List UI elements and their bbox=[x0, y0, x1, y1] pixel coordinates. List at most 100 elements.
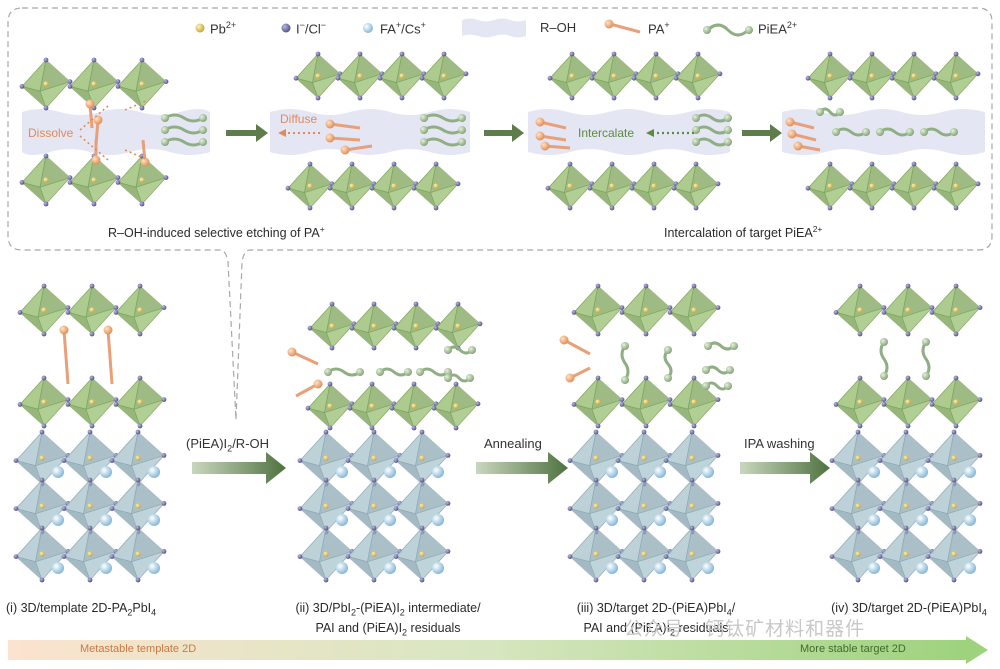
cation-sphere bbox=[868, 466, 880, 478]
piea-cation bbox=[832, 127, 870, 137]
piea-cation bbox=[876, 127, 914, 137]
cation-sphere bbox=[336, 562, 348, 574]
inset3-bottom-octahedron bbox=[587, 161, 637, 211]
main-arrow-2 bbox=[476, 452, 568, 484]
stage-2-caption: (ii) 3D/PbI2-(PiEA)I2 intermediate/ PAI … bbox=[295, 601, 481, 637]
pa-cation bbox=[535, 117, 567, 130]
inset3-bottom-octahedron bbox=[545, 161, 595, 211]
cation-sphere bbox=[868, 514, 880, 526]
cation-sphere bbox=[606, 514, 618, 526]
inset2-bottom-octahedron bbox=[411, 161, 461, 211]
inset-caption-intercalation: Intercalation of target PiEA2+ bbox=[664, 224, 823, 241]
stage3-2d-bottom-octahedron bbox=[667, 375, 721, 429]
inset-dashed-frame bbox=[7, 7, 993, 421]
piea-cation bbox=[444, 373, 474, 383]
stage3-bulk-octahedron bbox=[615, 525, 673, 583]
cation-sphere bbox=[702, 562, 714, 574]
cation-sphere bbox=[384, 466, 396, 478]
stage4-bulk-octahedron bbox=[925, 525, 983, 583]
cation-sphere bbox=[916, 562, 928, 574]
stage4-bulk-octahedron bbox=[829, 429, 887, 487]
legend-pa-label: PA+ bbox=[648, 20, 670, 37]
bar-label-stable: More stable target 2D bbox=[800, 643, 906, 655]
stage4-bulk-octahedron bbox=[877, 477, 935, 535]
piea-cation bbox=[324, 367, 364, 377]
stage4-bulk-octahedron bbox=[877, 525, 935, 583]
dissolve-label: Dissolve bbox=[28, 126, 74, 140]
pa-cation bbox=[559, 335, 591, 356]
stage2-layer-bottom-octahedron bbox=[347, 381, 397, 431]
piea-cation bbox=[161, 137, 207, 147]
cation-sphere bbox=[384, 514, 396, 526]
stage-3-caption: (iii) 3D/target 2D-(PiEA)PbI4/ PAI and (… bbox=[576, 601, 736, 637]
inset3-bottom-octahedron bbox=[671, 161, 721, 211]
inset1-top-octahedron bbox=[19, 57, 73, 111]
inset2-top-octahedron bbox=[293, 51, 343, 101]
intercalate-label: Intercalate bbox=[578, 126, 635, 140]
arrow-label-annealing: Annealing bbox=[484, 436, 542, 451]
stage2-bulk-octahedron bbox=[345, 525, 403, 583]
cation-sphere bbox=[916, 514, 928, 526]
legend-fa-cs-label: FA+/Cs+ bbox=[380, 20, 426, 37]
piea-cation bbox=[161, 113, 207, 123]
main-arrow-3 bbox=[740, 452, 830, 484]
stage3-2d-bottom-octahedron bbox=[571, 375, 625, 429]
arrow-label-step1: (PiEA)I2/R-OH bbox=[186, 436, 270, 454]
octahedra-layers bbox=[13, 51, 983, 583]
piea-cation bbox=[921, 338, 931, 380]
cation-sphere bbox=[148, 514, 160, 526]
stage-1-caption: (i) 3D/template 2D-PA2PbI4 bbox=[6, 601, 157, 618]
cation-sphere bbox=[148, 562, 160, 574]
stage2-layer-bottom-octahedron bbox=[305, 381, 355, 431]
piea-cation bbox=[692, 113, 732, 123]
stage2-layer-top-octahedron bbox=[391, 301, 441, 351]
cation-sphere bbox=[336, 514, 348, 526]
stage4-bulk-octahedron bbox=[877, 429, 935, 487]
cation-sphere bbox=[100, 514, 112, 526]
cation-sphere bbox=[868, 562, 880, 574]
piea-cation bbox=[692, 125, 732, 135]
cation-sphere bbox=[654, 562, 666, 574]
pa-cation bbox=[340, 144, 373, 155]
inset4-top-octahedron bbox=[889, 51, 939, 101]
fa-cs-ion-icon bbox=[363, 23, 373, 33]
cation-sphere bbox=[964, 562, 976, 574]
inset2-bottom-octahedron bbox=[369, 161, 419, 211]
stage1-2d-top-octahedron bbox=[113, 283, 167, 337]
diffuse-label: Diffuse bbox=[280, 112, 318, 126]
inset3-top-octahedron bbox=[673, 51, 723, 101]
piea-cation bbox=[444, 345, 476, 355]
pa-cation bbox=[535, 131, 567, 142]
inset4-bottom-octahedron bbox=[931, 161, 981, 211]
pa-cation bbox=[325, 119, 361, 130]
inset2-top-octahedron bbox=[335, 51, 385, 101]
legend-roh-label: R–OH bbox=[540, 20, 577, 35]
stage3-bulk-octahedron bbox=[615, 477, 673, 535]
arrow-label-ipa-washing: IPA washing bbox=[744, 436, 815, 451]
inset2-top-octahedron bbox=[419, 51, 469, 101]
inset2-bottom-octahedron bbox=[285, 161, 335, 211]
stage1-bulk-octahedron bbox=[13, 429, 71, 487]
cation-sphere bbox=[432, 466, 444, 478]
cation-sphere bbox=[148, 466, 160, 478]
stage2-layer-top-octahedron bbox=[349, 301, 399, 351]
stage1-bulk-octahedron bbox=[61, 525, 119, 583]
cation-sphere bbox=[702, 514, 714, 526]
inset2-top-octahedron bbox=[377, 51, 427, 101]
inset-arrow-2 bbox=[484, 124, 524, 142]
watermark: 公众号 · 钙钛矿材料和器件 bbox=[624, 618, 866, 640]
pa-cation bbox=[59, 325, 70, 385]
cation-sphere bbox=[52, 514, 64, 526]
stage4-bulk-octahedron bbox=[925, 429, 983, 487]
piea-cation bbox=[663, 346, 673, 382]
inset4-bottom-octahedron bbox=[889, 161, 939, 211]
piea-cation bbox=[702, 365, 734, 375]
stage3-2d-top-octahedron bbox=[619, 283, 673, 337]
cation-sphere bbox=[702, 466, 714, 478]
stage3-2d-top-octahedron bbox=[571, 283, 625, 337]
main-arrow-1 bbox=[192, 452, 286, 484]
stage3-bulk-octahedron bbox=[567, 477, 625, 535]
cation-sphere bbox=[432, 514, 444, 526]
stage4-bulk-octahedron bbox=[829, 477, 887, 535]
